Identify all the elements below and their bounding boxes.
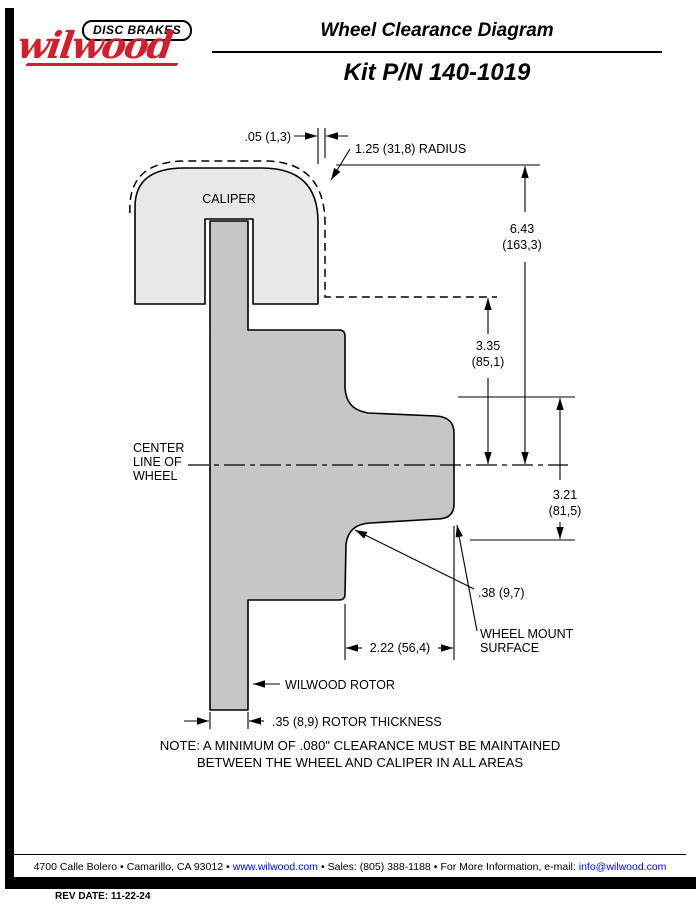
dim-rotor-thickness-label: .35 (8,9) ROTOR THICKNESS [272,715,442,729]
centerline-label-line2: LINE OF [133,455,182,469]
dim-mount-offset-label: 2.22 (56,4) [370,641,430,655]
wilwood-logo: DISC BRAKES wilwood [15,12,226,72]
note-line2: BETWEEN THE WHEEL AND CALIPER IN ALL ARE… [197,755,524,770]
footer-city: Camarillo, CA 93012 [126,861,224,873]
page-title: Wheel Clearance Diagram [320,20,554,41]
clearance-note: NOTE: A MINIMUM OF .080" CLEARANCE MUST … [160,738,561,770]
dim-radius-callout: 1.25 (31,8) RADIUS [330,142,466,181]
footer-sales: Sales: (805) 388-1188 [327,861,431,873]
dim-caliper-bottom-in: 3.35 [476,339,500,353]
leader-line [354,529,475,590]
dim-caliper-top-in: 6.43 [510,222,534,236]
logo-tagline: DISC BRAKES [82,20,193,41]
dim-flange-mm: (81,5) [549,504,582,518]
wheel-mount-label-line1: WHEEL MOUNT [480,627,574,641]
rotor-callout: WILWOOD ROTOR [253,678,395,692]
dim-top-clearance-label: .05 (1,3) [244,130,291,144]
page-left-border [5,8,14,889]
header-divider [212,51,662,53]
dim-caliper-top-mm: (163,3) [502,238,542,252]
page-bottom-border [5,877,696,889]
centerline-label-line3: WHEEL [133,469,178,483]
dim-flange-height: 3.21 (81,5) [458,396,582,541]
dim-top-clearance: .05 (1,3) [244,128,348,164]
dim-caliper-bottom-mm: (85,1) [472,355,505,369]
note-line1: NOTE: A MINIMUM OF .080" CLEARANCE MUST … [160,738,561,753]
dim-fillet-label: .38 (9,7) [478,586,525,600]
dim-radius-label: 1.25 (31,8) RADIUS [355,142,466,156]
footer-separator: • [120,861,124,873]
dim-mount-offset: 2.22 (56,4) [344,526,455,660]
footer-separator: • [226,861,230,873]
footer-address: 4700 Calle Bolero [33,861,118,873]
footer-info: 4700 Calle Bolero•Camarillo, CA 93012•ww… [14,861,686,873]
dim-caliper-top-height: 6.43 (163,3) [336,164,542,464]
dim-caliper-bottom-height: 3.35 (85,1) [472,298,505,464]
dim-rotor-thickness: .35 (8,9) ROTOR THICKNESS [184,712,442,729]
rotor-label: WILWOOD ROTOR [285,678,395,692]
kit-part-number: Kit P/N 140-1019 [343,59,531,86]
centerline-label: CENTER LINE OF WHEEL [133,441,184,483]
footer-more-info: For More Information, e-mail: [440,861,576,873]
leader-line [455,524,478,632]
footer-separator: • [320,861,325,873]
dim-flange-in: 3.21 [553,488,577,502]
footer-web-link[interactable]: www.wilwood.com [232,861,318,873]
clearance-envelope-dashed-line [129,160,497,298]
footer-divider [14,854,686,855]
rev-date: REV DATE: 11-22-24 [55,891,151,902]
centerline-label-line1: CENTER [133,441,184,455]
footer-separator: • [433,861,438,873]
footer-email-link[interactable]: info@wilwood.com [578,861,667,873]
caliper-shape [134,167,319,305]
wheel-mount-label-line2: SURFACE [480,641,539,655]
caliper-label: CALIPER [202,192,256,206]
wheel-mount-surface-callout: WHEEL MOUNT SURFACE [455,524,574,655]
